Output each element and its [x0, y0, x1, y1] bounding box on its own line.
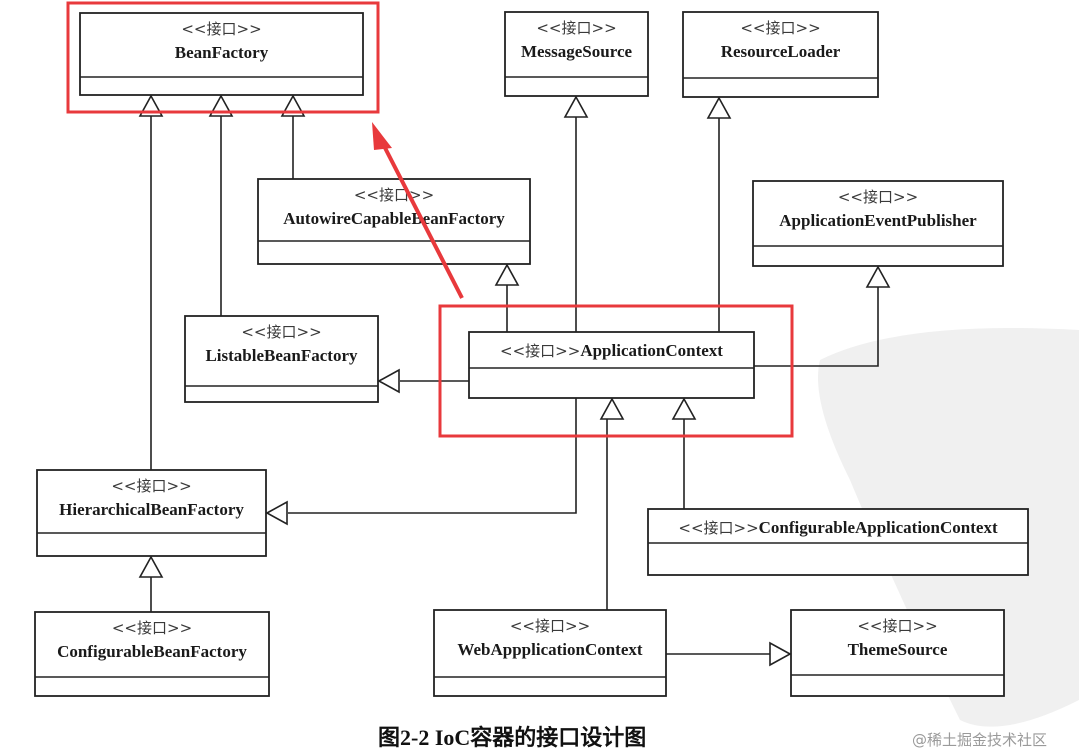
- generalization-arrowhead-icon: [265, 500, 288, 526]
- interface-name: <<接口>>ApplicationContext: [500, 341, 723, 360]
- interface-stereotype: <<接口>>: [241, 323, 321, 341]
- interface-stereotype: <<接口>>: [111, 477, 191, 495]
- interface-box-frame: [504, 11, 649, 97]
- interface-box-configurable-bean-factory: <<接口>> ConfigurableBeanFactory: [34, 611, 270, 697]
- generalization-arrowhead-icon: [494, 263, 520, 286]
- interface-box-listable-bean-factory: <<接口>> ListableBeanFactory: [184, 315, 379, 403]
- interface-box-theme-source: <<接口>> ThemeSource: [790, 609, 1005, 697]
- annotation-arrow: [372, 122, 464, 299]
- generalization-arrowhead-icon: [377, 368, 400, 394]
- generalization-arrowhead-icon: [599, 397, 625, 420]
- annotation-arrowhead-icon: [372, 122, 392, 150]
- interface-box-frame: [36, 469, 267, 557]
- highlight-beanfactory: [66, 1, 380, 114]
- interface-box-frame: [79, 12, 364, 96]
- interface-stereotype: <<接口>>: [181, 20, 261, 38]
- interface-box-frame: [647, 508, 1029, 576]
- interface-name: MessageSource: [521, 42, 633, 61]
- interface-name: WebAppplicationContext: [457, 640, 642, 659]
- interface-name: AutowireCapableBeanFactory: [283, 209, 505, 228]
- interface-box-application-context: <<接口>>ApplicationContext: [468, 331, 755, 399]
- interface-stereotype: <<接口>>: [838, 188, 918, 206]
- source-credit: @稀土掘金技术社区: [912, 731, 1047, 749]
- interface-box-frame: [682, 11, 879, 98]
- generalization-arrowhead-icon: [769, 641, 792, 667]
- interface-box-frame: [433, 609, 667, 697]
- inheritance-line-applicationcontext-to-hierarchicalbeanfactory: [288, 398, 577, 514]
- interface-box-frame: [34, 611, 270, 697]
- interface-stereotype: <<接口>>: [510, 617, 590, 635]
- interface-stereotype: <<接口>>: [354, 186, 434, 204]
- interface-box-autowire-capable-bean-factory: <<接口>> AutowireCapableBeanFactory: [257, 178, 531, 265]
- interface-box-frame: [790, 609, 1005, 697]
- interface-box-application-event-publisher: <<接口>> ApplicationEventPublisher: [752, 180, 1004, 267]
- interface-box-hierarchical-bean-factory: <<接口>> HierarchicalBeanFactory: [36, 469, 267, 557]
- generalization-arrowhead-icon: [865, 265, 891, 288]
- interface-stereotype: <<接口>>: [740, 19, 820, 37]
- generalization-arrowhead-icon: [706, 96, 732, 119]
- interface-box-resource-loader: <<接口>> ResourceLoader: [682, 11, 879, 98]
- generalization-arrowhead-icon: [563, 95, 589, 118]
- interface-name: ApplicationEventPublisher: [779, 211, 977, 230]
- interface-name: ListableBeanFactory: [205, 346, 358, 365]
- interface-box-frame: [468, 331, 755, 399]
- interface-name: <<接口>>ConfigurableApplicationContext: [678, 518, 998, 537]
- highlight-applicationcontext: [438, 304, 794, 438]
- interface-box-frame: [184, 315, 379, 403]
- interface-name: HierarchicalBeanFactory: [59, 500, 244, 519]
- generalization-arrowhead-icon: [671, 397, 697, 420]
- interface-box-bean-factory: <<接口>> BeanFactory: [79, 12, 364, 96]
- interface-stereotype: <<接口>>: [536, 19, 616, 37]
- generalization-arrowhead-icon: [138, 555, 164, 578]
- interface-box-configurable-application-context: <<接口>>ConfigurableApplicationContext: [647, 508, 1029, 576]
- interface-stereotype: <<接口>>: [857, 617, 937, 635]
- figure-caption: 图2-2 IoC容器的接口设计图: [378, 725, 646, 750]
- interface-box-web-application-context: <<接口>> WebAppplicationContext: [433, 609, 667, 697]
- interface-box-message-source: <<接口>> MessageSource: [504, 11, 649, 97]
- interface-name: ResourceLoader: [721, 42, 841, 61]
- interface-box-frame: [257, 178, 531, 265]
- interface-stereotype: <<接口>>: [112, 619, 192, 637]
- interface-name: BeanFactory: [175, 43, 269, 62]
- inheritance-line-applicationcontext-to-applicationeventpublisher: [754, 286, 879, 367]
- interface-name: ThemeSource: [848, 640, 948, 659]
- interface-name: ConfigurableBeanFactory: [57, 642, 247, 661]
